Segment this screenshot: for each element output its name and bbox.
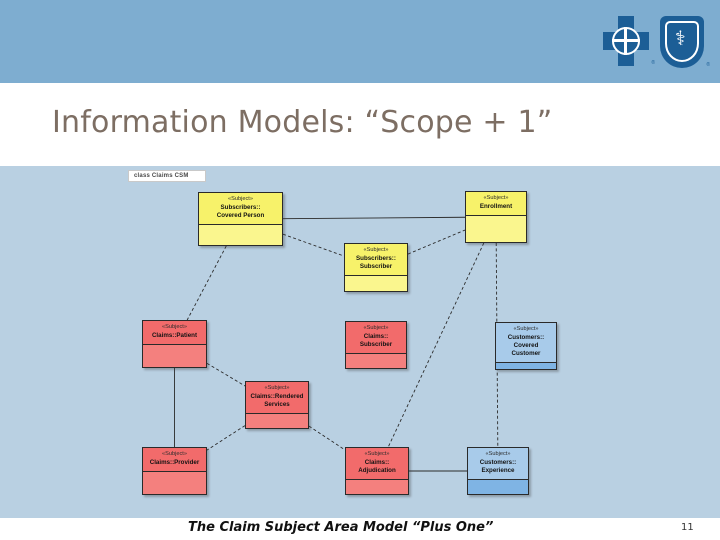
header-band: ® ⚕ ® [0, 0, 720, 83]
registered-mark-cross: ® [651, 60, 655, 66]
node-header: «Subject»Enrollment [466, 192, 526, 216]
diagram-node-claims-adjudication[interactable]: «Subject»Claims::Adjudication [345, 447, 409, 495]
node-name-line: Subscriber [359, 262, 393, 270]
node-header: «Subject»Customers::Experience [468, 448, 528, 480]
node-attribute-compartment [246, 413, 308, 428]
node-header: «Subject»Claims::Provider [143, 448, 206, 472]
node-stereotype: «Subject» [364, 451, 390, 457]
node-name-line: Claims:: [363, 332, 389, 340]
node-name-line: Enrollment [479, 202, 513, 210]
diagram-node-subscribers-subscriber[interactable]: «Subject»Subscribers::Subscriber [344, 243, 408, 292]
slide-caption: The Claim Subject Area Model “Plus One” [188, 520, 494, 535]
blue-cross-icon: ® [603, 16, 655, 66]
page-number: 11 [681, 522, 694, 533]
node-stereotype: «Subject» [162, 324, 187, 330]
title-area: Information Models: “Scope + 1” [0, 83, 720, 166]
node-name-line: Customer [511, 349, 541, 357]
node-attribute-compartment [346, 353, 406, 368]
node-name-line: Customers:: [479, 458, 517, 466]
node-name-line: Subscribers:: [356, 254, 396, 262]
connector-subscribers-covered-person-to-claims-patient [186, 245, 227, 321]
connector-subscribers-covered-person-to-enrollment [282, 216, 466, 220]
node-attribute-compartment [143, 344, 206, 367]
node-attribute-compartment [466, 215, 526, 242]
node-name-line: Subscribers:: [220, 203, 261, 211]
diagram-frame-label: class Claims CSM [128, 170, 206, 182]
diagram-node-enrollment[interactable]: «Subject»Enrollment [465, 191, 527, 243]
node-name-line: Subscriber [359, 340, 393, 348]
connector-claims-rendered-services-to-claims-provider [206, 425, 246, 451]
node-name-line: Covered [513, 341, 539, 349]
diagram-node-claims-subscriber[interactable]: «Subject»Claims::Subscriber [345, 321, 407, 369]
registered-mark-shield: ® [706, 62, 710, 68]
connector-subscribers-covered-person-to-subscribers-subscriber [282, 233, 345, 257]
node-name-line: Claims::Rendered [250, 392, 304, 400]
node-attribute-compartment [143, 471, 206, 494]
serpent-glyph: ⚕ [675, 26, 686, 50]
node-header: «Subject»Claims::Subscriber [346, 322, 406, 354]
node-stereotype: «Subject» [228, 196, 253, 202]
node-stereotype: «Subject» [513, 326, 539, 332]
diagram-node-subscribers-covered-person[interactable]: «Subject»Subscribers::Covered Person [198, 192, 283, 246]
node-name-line: Customers:: [507, 333, 545, 341]
node-header: «Subject»Subscribers::Subscriber [345, 244, 407, 276]
node-stereotype: «Subject» [485, 451, 511, 457]
node-attribute-compartment [345, 275, 407, 291]
node-name-line: Covered Person [216, 211, 265, 219]
connector-subscribers-subscriber-to-enrollment [407, 229, 466, 255]
node-name-line: Experience [481, 466, 515, 474]
node-attribute-compartment [468, 479, 528, 494]
node-stereotype: «Subject» [264, 385, 290, 391]
footer-bar: The Claim Subject Area Model “Plus One” … [0, 518, 720, 540]
connector-claims-rendered-services-to-claims-adjudication [308, 425, 346, 451]
node-attribute-compartment [199, 224, 282, 245]
node-header: «Subject»Claims::Patient [143, 321, 206, 345]
diagram-node-customers-experience[interactable]: «Subject»Customers::Experience [467, 447, 529, 495]
connector-layer [174, 216, 499, 472]
node-attribute-compartment [496, 362, 556, 369]
diagram-node-claims-provider[interactable]: «Subject»Claims::Provider [142, 447, 207, 495]
connector-claims-patient-to-claims-rendered-services [206, 362, 246, 387]
node-name-line: Claims:: [364, 458, 390, 466]
brand-logo-group: ® ⚕ ® [603, 16, 710, 68]
diagram-node-claims-patient[interactable]: «Subject»Claims::Patient [142, 320, 207, 368]
node-name-line: Claims::Patient [151, 331, 198, 339]
node-name-line: Adjudication [358, 466, 396, 474]
node-attribute-compartment [346, 479, 408, 494]
node-name-line: Claims::Provider [149, 458, 200, 466]
node-stereotype: «Subject» [363, 247, 389, 253]
blue-shield-icon: ⚕ ® [660, 16, 710, 68]
connector-enrollment-to-customers-experience [495, 242, 499, 448]
node-header: «Subject»Subscribers::Covered Person [199, 193, 282, 225]
page-title: Information Models: “Scope + 1” [52, 105, 553, 140]
node-name-line: Services [264, 400, 290, 408]
node-stereotype: «Subject» [483, 195, 509, 201]
node-header: «Subject»Claims::Adjudication [346, 448, 408, 480]
node-stereotype: «Subject» [363, 325, 389, 331]
node-stereotype: «Subject» [162, 451, 187, 457]
